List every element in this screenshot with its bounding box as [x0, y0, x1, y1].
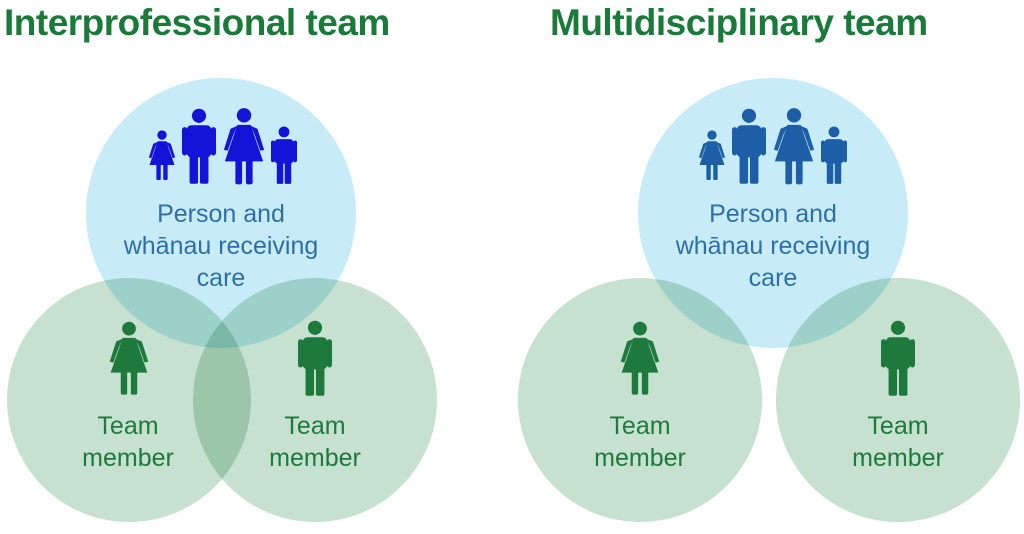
person-label: Person and whānau receiving care [86, 198, 356, 294]
team-member-label-line2: member [269, 444, 361, 472]
team-member-label-line1: Team [97, 412, 159, 440]
male-person-icon [881, 318, 915, 398]
person-label: Person and whānau receiving care [638, 198, 908, 294]
family-icon [147, 106, 297, 186]
person-label-line3: care [748, 264, 798, 292]
female-person-icon [107, 318, 151, 398]
team-member-label-left: Team member [570, 410, 710, 474]
female-person-icon [618, 318, 662, 398]
family-icon [697, 106, 847, 186]
person-label-line2: whānau receiving [675, 232, 871, 260]
male-person-icon [298, 318, 332, 398]
team-member-label-line1: Team [609, 412, 671, 440]
multidisciplinary-title: Multidisciplinary team [550, 2, 928, 43]
interprofessional-title: Interprofessional team [4, 2, 390, 43]
person-label-line1: Person and [157, 200, 285, 228]
team-member-label-left: Team member [58, 410, 198, 474]
team-member-label-line2: member [852, 444, 944, 472]
team-member-label-line2: member [82, 444, 174, 472]
team-member-label-line1: Team [284, 412, 346, 440]
team-member-label-line1: Team [867, 412, 929, 440]
person-label-line2: whānau receiving [123, 232, 319, 260]
person-label-line3: care [196, 264, 246, 292]
person-circle [638, 78, 908, 348]
team-member-label-line2: member [594, 444, 686, 472]
team-member-label-right: Team member [245, 410, 385, 474]
person-circle [86, 78, 356, 348]
person-label-line1: Person and [709, 200, 837, 228]
team-member-label-right: Team member [828, 410, 968, 474]
